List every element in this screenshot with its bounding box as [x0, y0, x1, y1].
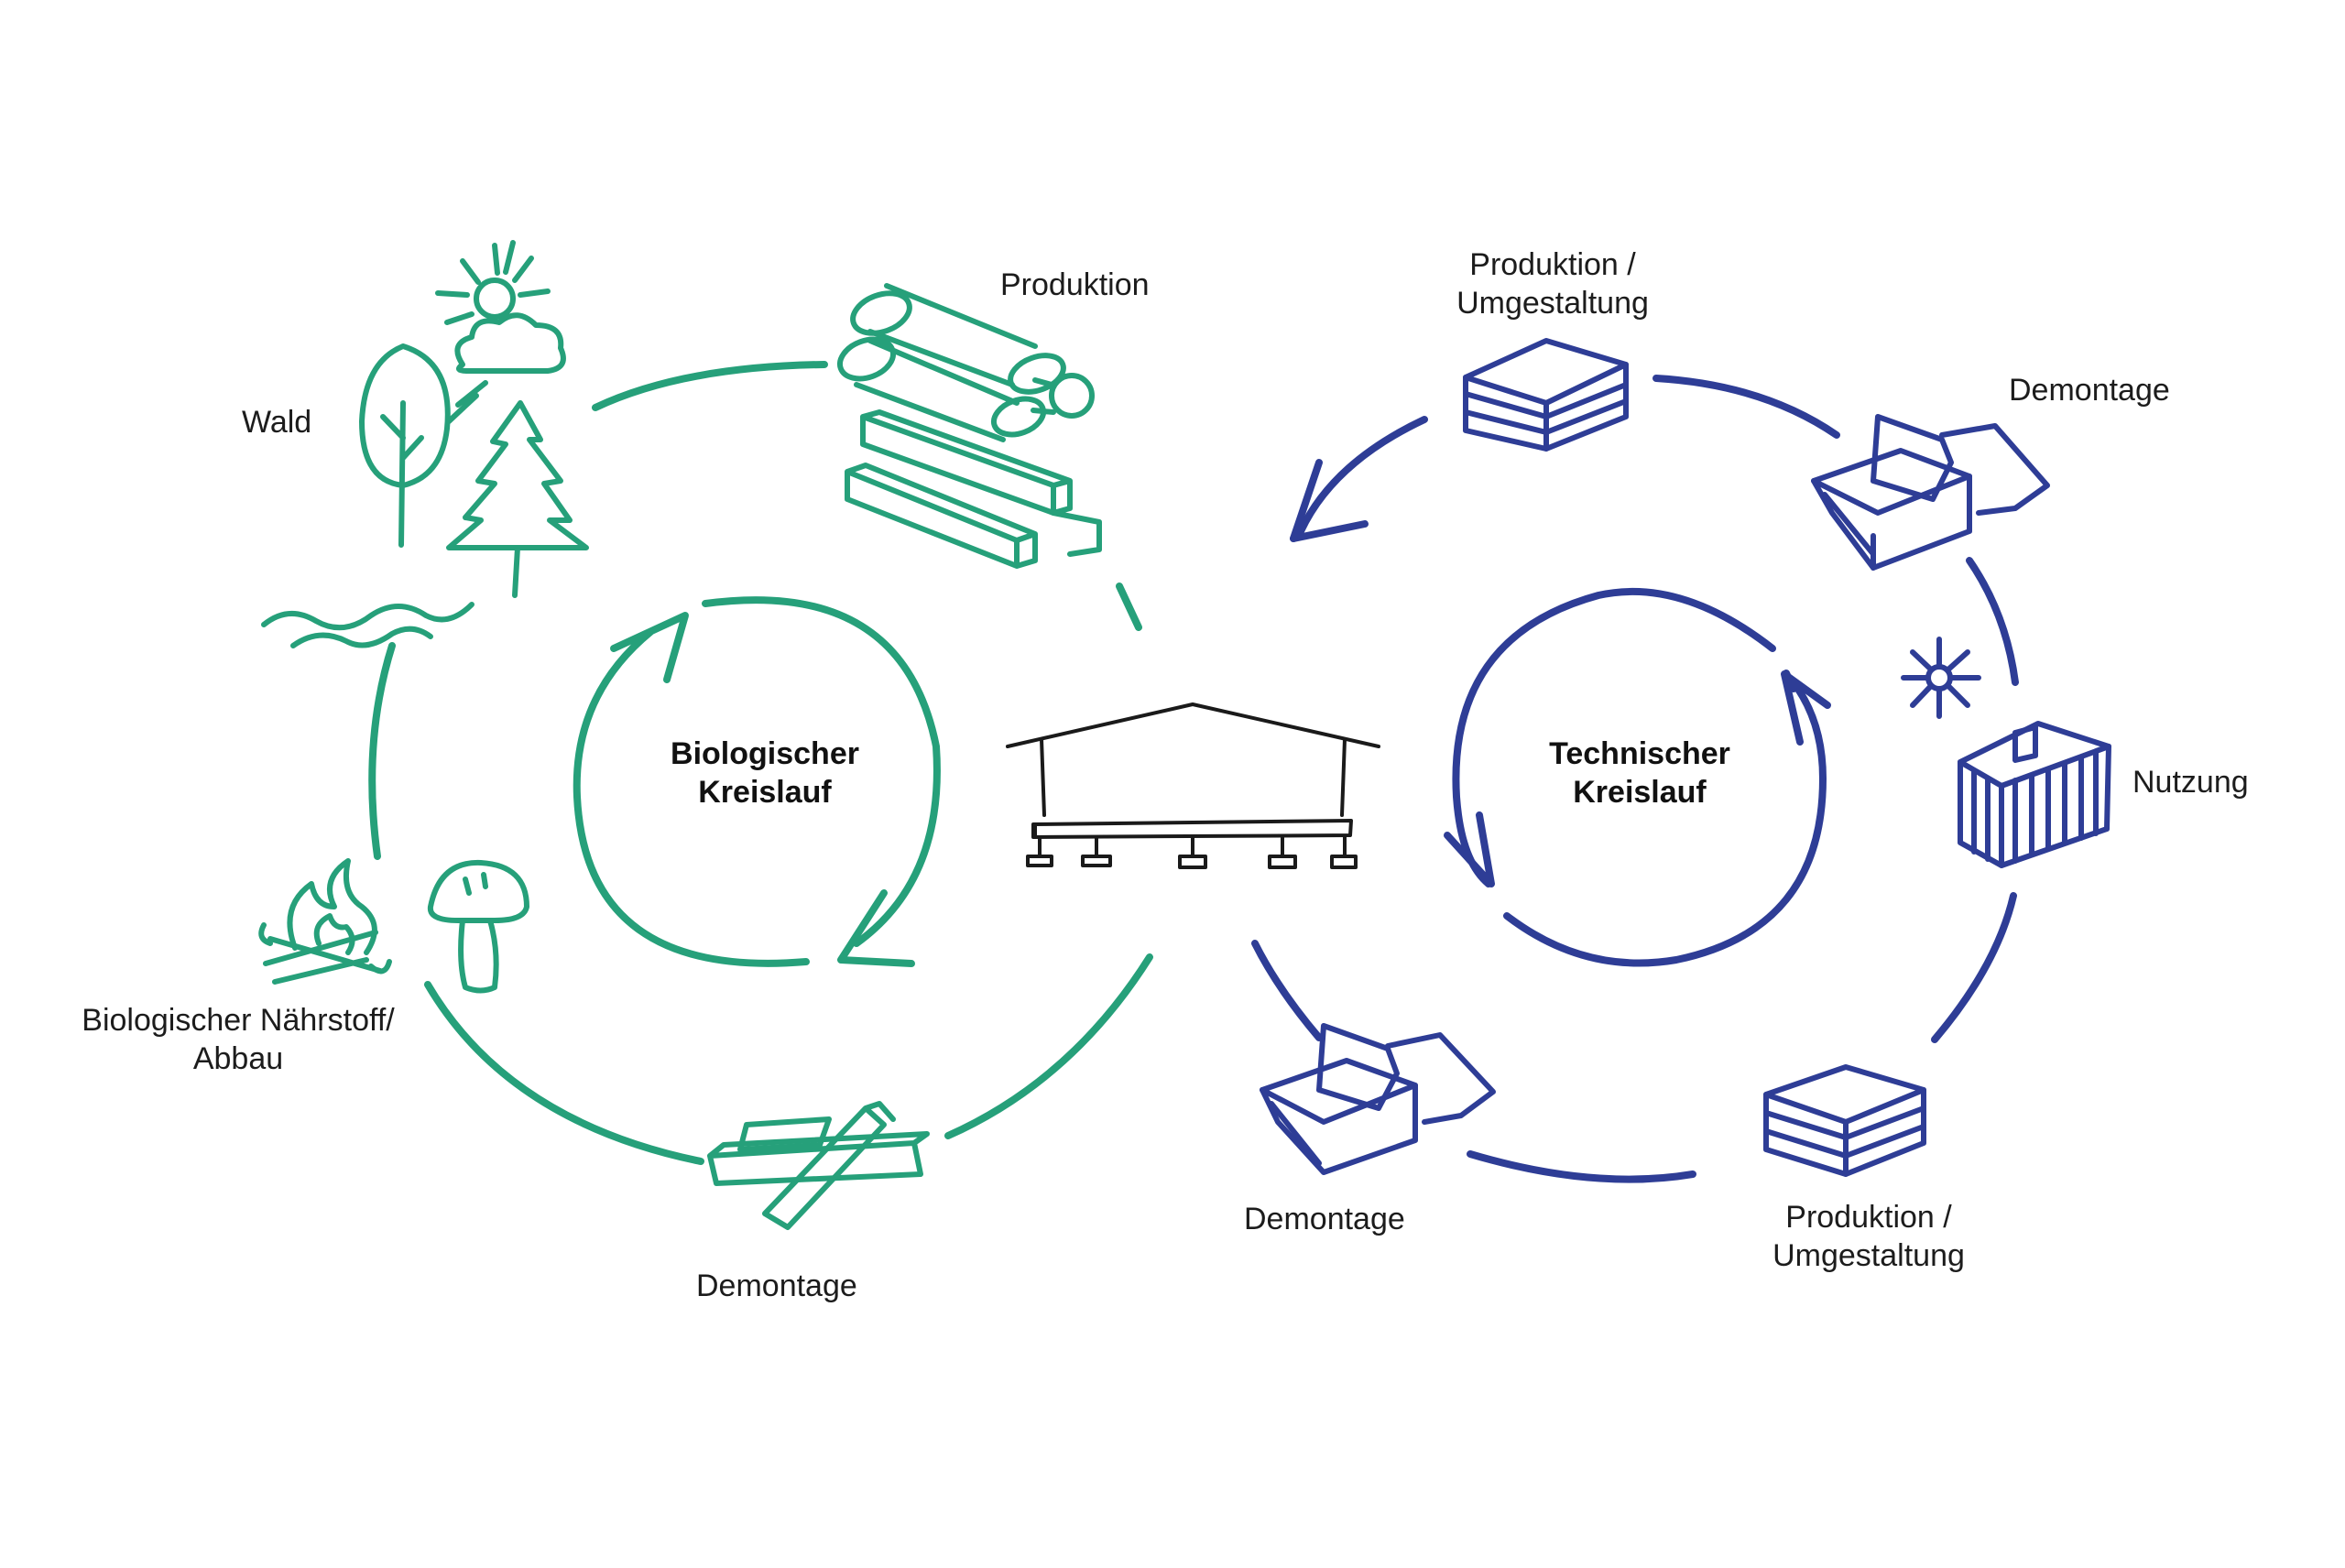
label-bio-demontage: Demontage [696, 1269, 857, 1303]
mushroom-icon [427, 859, 529, 994]
bio-outer-cycle [368, 361, 1153, 1165]
bio-arc-dash [1116, 583, 1142, 631]
label-naehrstoff-line1: Biologischer Nährstoff/ [82, 1003, 395, 1038]
beams-icon [845, 409, 1102, 569]
tech-outer-cycle [1251, 375, 2019, 1183]
tech-arc-to-building [1297, 416, 1428, 535]
label-tech-produktion-top: Produktion / Umgestaltung [1429, 245, 1676, 322]
tree-icon [359, 343, 488, 548]
bio-arc-demontage-abbau [424, 981, 704, 1165]
label-wald: Wald [242, 405, 312, 440]
tech-arrowhead-a [1290, 520, 1369, 542]
tech-arc-demontage-nutzung [1966, 557, 2019, 686]
bio-arc-abbau-wald [368, 642, 396, 860]
panels-icon-bottom [1260, 1023, 1496, 1175]
label-tech-demontage-bottom: Demontage [1244, 1202, 1405, 1236]
sun-icon [1901, 637, 1981, 719]
bio-inner-arrowhead-bottom [837, 889, 915, 967]
logs-icon [836, 283, 1095, 442]
water-icon [261, 602, 474, 648]
tech-cycle-title-line1: Technischer [1549, 736, 1730, 771]
fir-tree-icon [446, 400, 589, 598]
label-naehrstoff-line2: Abbau [192, 1041, 284, 1076]
bio-inner-arrowhead-top [610, 612, 689, 683]
label-tech-produktion-bottom: Produktion / Umgestaltung [1745, 1198, 1992, 1275]
building-feet [1026, 835, 1358, 869]
bio-arc-building-demontage [944, 953, 1153, 1139]
sun-cloud-icon [435, 240, 566, 374]
label-tech-produktion-top-line1: Produktion / [1469, 247, 1636, 282]
bio-arc-wald-produktion [592, 361, 828, 411]
tech-inner-arrowhead-left [1444, 811, 1495, 887]
tech-cycle-title: Technischer Kreislauf [1516, 735, 1763, 811]
bio-cycle-title: Biologischer Kreislauf [641, 735, 889, 811]
panels-icon-top [1811, 414, 2050, 571]
panel-stack-icon-top [1463, 338, 1629, 452]
label-nutzung: Nutzung [2132, 765, 2249, 800]
tech-inner-cycle [1444, 587, 1831, 967]
tech-cycle-title-line2: Kreislauf [1573, 775, 1707, 810]
tech-inner-arrowhead-right [1781, 670, 1831, 746]
bio-cycle-title-line1: Biologischer [671, 736, 859, 771]
house-icon [1958, 721, 2111, 868]
label-tech-produktion-bottom-line1: Produktion / [1785, 1200, 1952, 1235]
tech-arrowhead-b [1290, 459, 1323, 542]
label-tech-demontage-top: Demontage [2009, 373, 2170, 408]
bio-inner-cycle [573, 596, 941, 967]
label-naehrstoff-abbau: Biologischer Nährstoff/ Abbau [55, 1001, 421, 1078]
label-produktion: Produktion [1000, 267, 1150, 302]
tech-arc-prod-demontage [1652, 375, 1840, 439]
campfire-icon [258, 858, 392, 985]
label-tech-produktion-bottom-line2: Umgestaltung [1772, 1238, 1965, 1273]
panel-stack-icon-bottom [1763, 1064, 1926, 1177]
label-tech-produktion-top-line2: Umgestaltung [1456, 286, 1649, 321]
tech-arc-nutzung-prod [1931, 892, 2017, 1043]
tech-arc-prod-demontage-bottom [1467, 1150, 1696, 1183]
building-icon [1006, 702, 1380, 869]
bio-cycle-title-line2: Kreislauf [698, 775, 832, 810]
tech-arc-demontage-building [1251, 940, 1323, 1041]
crossed-beams-icon [707, 1101, 930, 1230]
